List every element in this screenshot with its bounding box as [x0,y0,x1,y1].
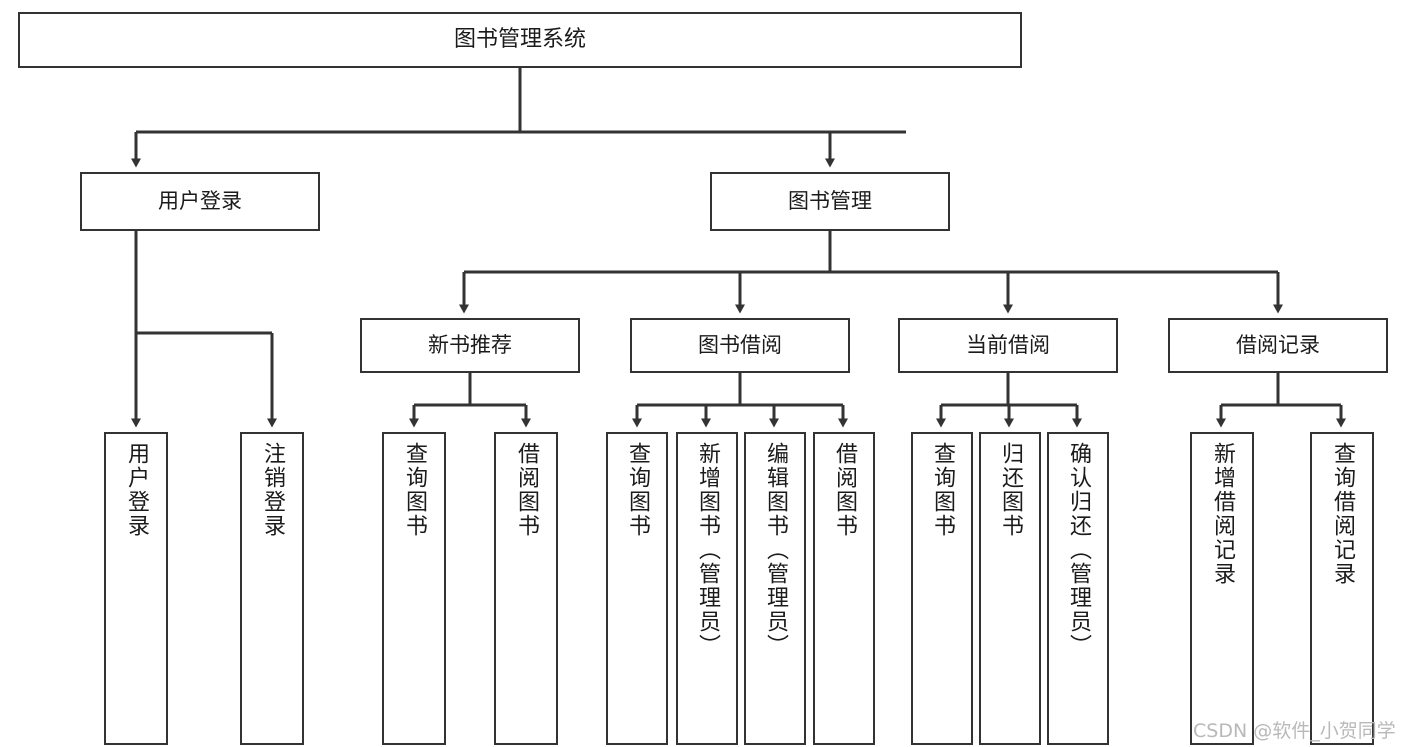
node-label: 借阅图书 [832,442,857,538]
node-label: 新增借阅记录 [1210,442,1235,586]
node-label: 借阅记录 [1236,333,1320,358]
node-book-borrow[interactable]: 图书借阅 [630,318,850,373]
csdn-watermark: CSDN @软件_小贺同学 [1193,720,1396,742]
leaf-query-borrow-record[interactable]: 查询借阅记录 [1310,432,1374,745]
node-label: 查询借阅记录 [1330,442,1355,586]
node-label: 编辑图书（管理员） [763,442,788,658]
leaf-add-book-admin[interactable]: 新增图书（管理员） [676,432,738,745]
node-label: 用户登录 [158,189,242,214]
node-borrow-records[interactable]: 借阅记录 [1168,318,1388,373]
leaf-borrow-book[interactable]: 借阅图书 [813,432,875,745]
node-label: 归还图书 [998,442,1023,538]
node-label: 新书推荐 [428,333,512,358]
node-book-management[interactable]: 图书管理 [710,172,950,231]
node-label: 用户登录 [124,442,149,538]
leaf-query-book-borrow[interactable]: 查询图书 [606,432,668,745]
leaf-add-borrow-record[interactable]: 新增借阅记录 [1190,432,1254,745]
leaf-confirm-return-admin[interactable]: 确认归还（管理员） [1047,432,1109,745]
node-label: 确认归还（管理员） [1066,442,1091,658]
node-user-login[interactable]: 用户登录 [80,172,320,231]
node-current-borrow[interactable]: 当前借阅 [898,318,1118,373]
node-label: 图书借阅 [698,333,782,358]
node-label: 查询图书 [625,442,650,538]
node-label: 注销登录 [260,442,285,538]
node-label: 图书管理系统 [453,27,586,53]
leaf-query-book-newbook[interactable]: 查询图书 [382,432,446,745]
leaf-logout[interactable]: 注销登录 [240,432,304,745]
node-new-book-recommend[interactable]: 新书推荐 [360,318,580,373]
node-label: 查询图书 [402,442,427,538]
node-label: 借阅图书 [514,442,539,538]
node-label: 当前借阅 [966,333,1050,358]
leaf-borrow-book-newbook[interactable]: 借阅图书 [494,432,558,745]
node-label: 图书管理 [788,189,872,214]
leaf-query-book-current[interactable]: 查询图书 [911,432,973,745]
node-label: 新增图书（管理员） [695,442,720,658]
node-label: 查询图书 [930,442,955,538]
leaf-edit-book-admin[interactable]: 编辑图书（管理员） [744,432,806,745]
leaf-user-login[interactable]: 用户登录 [104,432,168,745]
leaf-return-book[interactable]: 归还图书 [979,432,1041,745]
node-root-system[interactable]: 图书管理系统 [18,12,1022,68]
